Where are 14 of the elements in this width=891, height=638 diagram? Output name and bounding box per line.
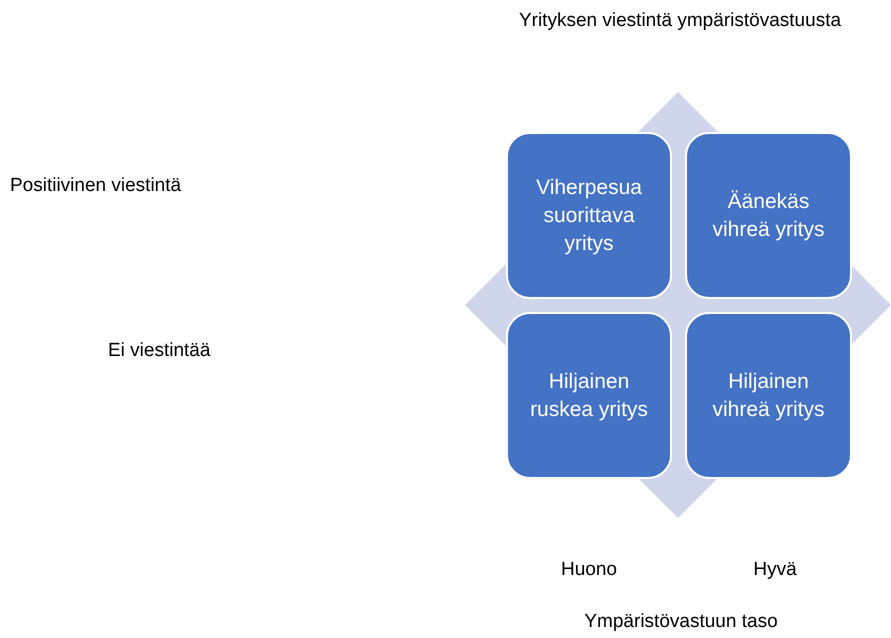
quadrant-box bbox=[685, 132, 852, 299]
quadrant-label: Hiljainen ruskea yritys bbox=[529, 368, 649, 422]
column-label: Huono bbox=[561, 559, 617, 581]
quadrant-box bbox=[506, 312, 672, 479]
row-label: Positiivinen viestintä bbox=[10, 175, 182, 197]
row-label: Ei viestintää bbox=[108, 340, 210, 362]
quadrant-label: Äänekäs vihreä yritys bbox=[711, 188, 826, 242]
quadrant-label: Viherpesua suorittava yritys bbox=[535, 174, 643, 256]
quadrant-box bbox=[506, 132, 672, 299]
column-label: Hyvä bbox=[753, 559, 797, 581]
axis-title: Yrityksen viestintä ympäristövastuusta bbox=[518, 10, 842, 32]
quadrant-box bbox=[685, 312, 852, 479]
axis-title: Ympäristövastuun taso bbox=[584, 611, 778, 633]
quadrant-label: Hiljainen vihreä yritys bbox=[711, 368, 826, 422]
